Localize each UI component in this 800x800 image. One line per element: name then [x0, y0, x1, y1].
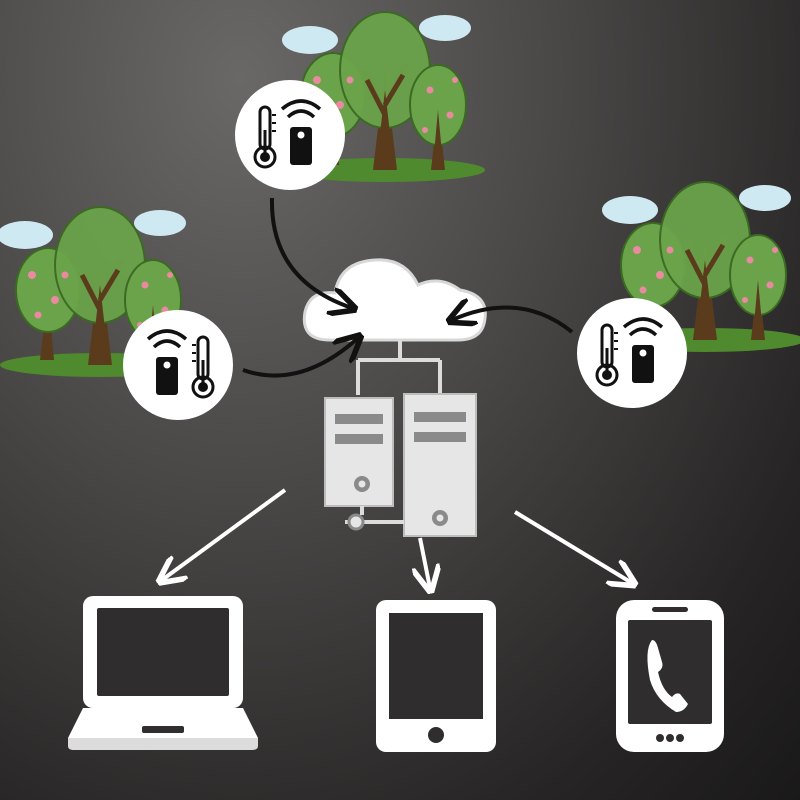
cloud-icon — [302, 258, 487, 342]
sensor-right-badge — [575, 296, 689, 410]
laptop-icon — [68, 596, 258, 750]
cloud-server-connector — [356, 340, 442, 395]
arrow-sensor-left-to-cloud — [242, 338, 358, 378]
arrow-servers-to-phone — [513, 510, 632, 583]
phone-handset-icon — [647, 640, 688, 712]
arrow-sensor-top-to-cloud — [269, 197, 352, 308]
arrow-sensor-right-to-cloud — [452, 308, 574, 334]
arrow-servers-to-laptop — [162, 488, 287, 580]
arrow-servers-to-tablet — [420, 537, 430, 588]
sensor-top-badge — [233, 78, 347, 192]
sensor-left-badge — [121, 308, 235, 422]
tablet-icon — [376, 600, 496, 752]
smartphone-call-icon — [616, 600, 724, 752]
server-tower-icon — [324, 393, 477, 537]
